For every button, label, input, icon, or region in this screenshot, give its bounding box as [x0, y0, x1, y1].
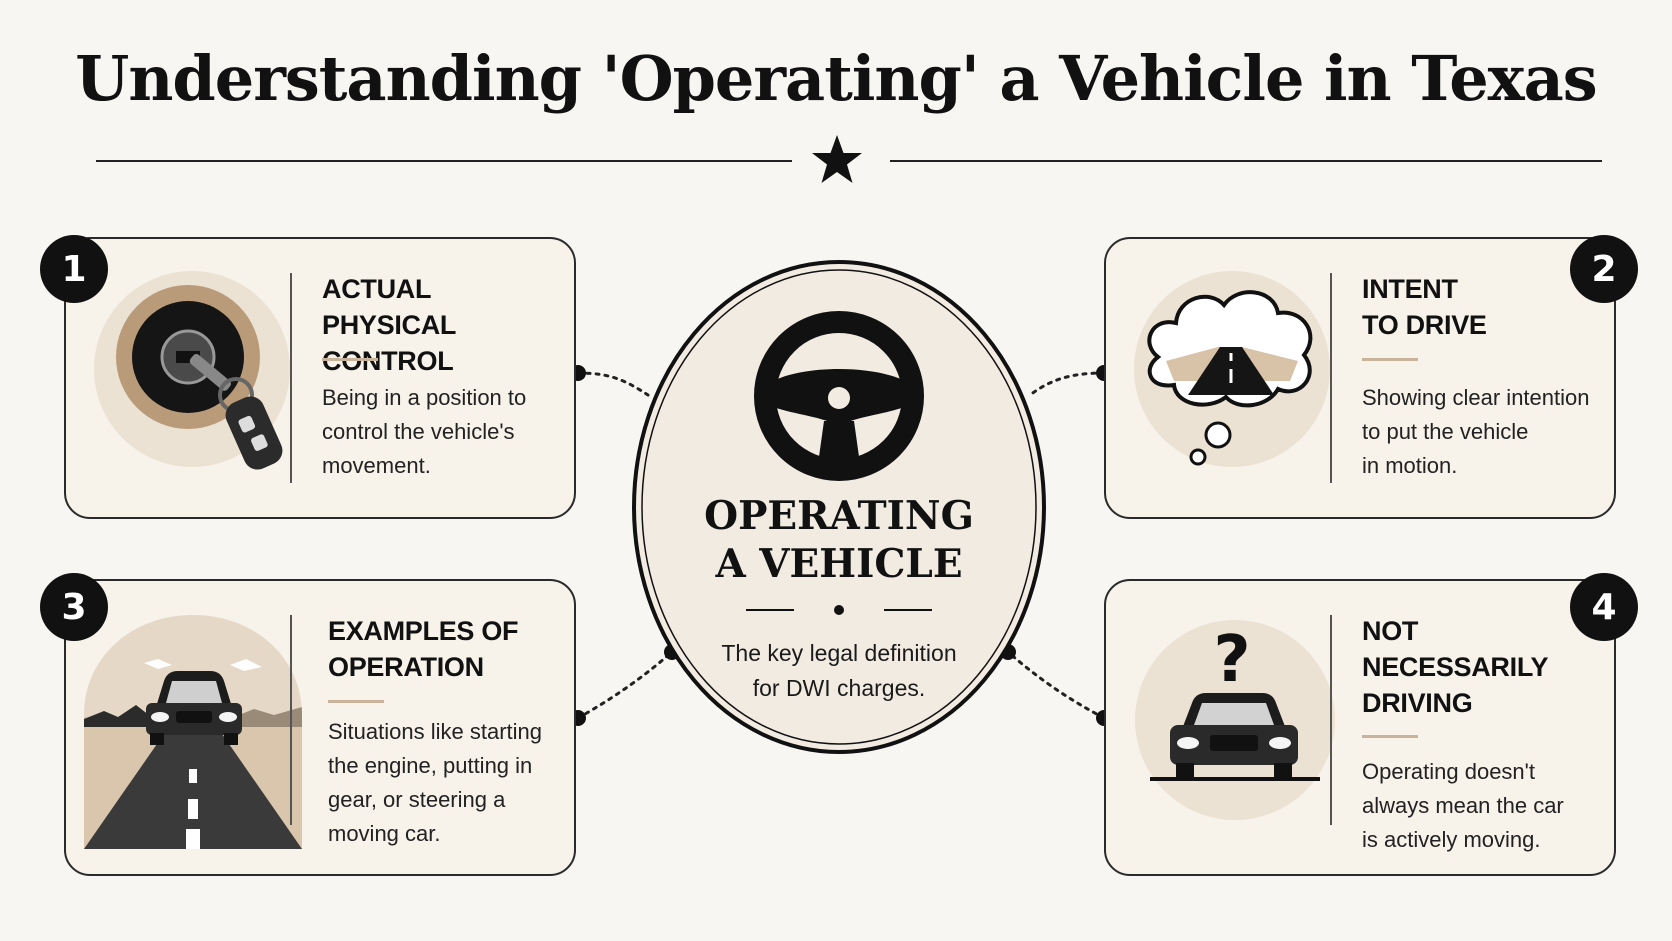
center-desc-line: for DWI charges. — [752, 675, 926, 701]
card-heading-line: PHYSICAL CONTROL — [322, 310, 456, 376]
card-divider — [290, 615, 292, 825]
steering-wheel-icon — [754, 311, 924, 481]
card-desc-line: Operating doesn't — [1362, 759, 1535, 784]
card-heading: ACTUAL PHYSICAL CONTROL — [322, 271, 574, 379]
card-divider — [290, 273, 292, 483]
car-on-road-icon — [84, 615, 302, 849]
step-number-badge: 4 — [1570, 573, 1638, 641]
center-title-line: OPERATING — [704, 493, 974, 539]
card-divider — [1330, 615, 1332, 825]
parked-car-question-icon: ? — [1135, 620, 1335, 820]
question-mark-icon: ? — [1213, 623, 1250, 697]
card-heading-line: NOT — [1362, 616, 1419, 646]
card-desc-line: to put the vehicle — [1362, 419, 1529, 444]
card-description: Being in a position to control the vehic… — [322, 381, 526, 483]
card-divider — [1330, 273, 1332, 483]
card-desc-line: control the vehicle's — [322, 419, 515, 444]
step-number-badge: 3 — [40, 573, 108, 641]
card-desc-line: movement. — [322, 453, 431, 478]
card-heading-line: ACTUAL — [322, 274, 432, 304]
card-heading-line: NECESSARILY — [1362, 652, 1549, 682]
card-description: Operating doesn't always mean the car is… — [1362, 755, 1564, 857]
card-desc-line: Situations like starting — [328, 719, 542, 744]
card-heading-line: OPERATION — [328, 652, 484, 682]
center-description: The key legal definition for DWI charges… — [628, 636, 1050, 706]
card-desc-line: in motion. — [1362, 453, 1458, 478]
card-desc-line: is actively moving. — [1362, 827, 1541, 852]
step-number-badge: 1 — [40, 235, 108, 303]
card-accent-line — [1362, 358, 1418, 361]
thought-bubble-road-icon — [1134, 271, 1330, 467]
card-desc-line: Being in a position to — [322, 385, 527, 410]
title-rule-left — [96, 160, 792, 162]
card-desc-line: Showing clear intention — [1362, 385, 1590, 410]
card-heading-line: EXAMPLES OF — [328, 616, 519, 646]
car-front-icon — [146, 671, 242, 745]
title-rule-right — [890, 160, 1602, 162]
page-title: Understanding 'Operating' a Vehicle in T… — [75, 42, 1597, 115]
card-description: Situations like starting the engine, put… — [328, 715, 542, 851]
card-heading-line: TO DRIVE — [1362, 310, 1487, 340]
card-heading: EXAMPLES OF OPERATION — [328, 613, 519, 685]
card-desc-line: gear, or steering a — [328, 787, 506, 812]
center-oval — [632, 260, 1046, 754]
ignition-key-icon — [94, 271, 290, 470]
card-desc-line: moving car. — [328, 821, 441, 846]
card-heading: NOT NECESSARILY DRIVING — [1362, 613, 1549, 721]
card-heading: INTENT TO DRIVE — [1362, 271, 1487, 343]
card-desc-line: the engine, putting in — [328, 753, 533, 778]
card-heading-line: INTENT — [1362, 274, 1458, 304]
star-icon — [812, 135, 862, 183]
center-title: OPERATING A VEHICLE — [628, 492, 1050, 588]
center-desc-line: The key legal definition — [721, 640, 957, 666]
card-examples-of-operation: EXAMPLES OF OPERATION Situations like st… — [64, 579, 576, 876]
card-not-necessarily-driving: ? NOT NECESSARILY DRIVING Operating does… — [1104, 579, 1616, 876]
card-accent-line — [322, 358, 378, 361]
card-accent-line — [1362, 735, 1418, 738]
card-desc-line: always mean the car — [1362, 793, 1564, 818]
card-actual-physical-control: ACTUAL PHYSICAL CONTROL Being in a posit… — [64, 237, 576, 519]
car-front-icon — [1170, 693, 1298, 777]
card-description: Showing clear intention to put the vehic… — [1362, 381, 1589, 483]
card-accent-line — [328, 700, 384, 703]
step-number-badge: 2 — [1570, 235, 1638, 303]
center-title-line: A VEHICLE — [715, 541, 963, 587]
card-heading-line: DRIVING — [1362, 688, 1473, 718]
card-intent-to-drive: INTENT TO DRIVE Showing clear intention … — [1104, 237, 1616, 519]
